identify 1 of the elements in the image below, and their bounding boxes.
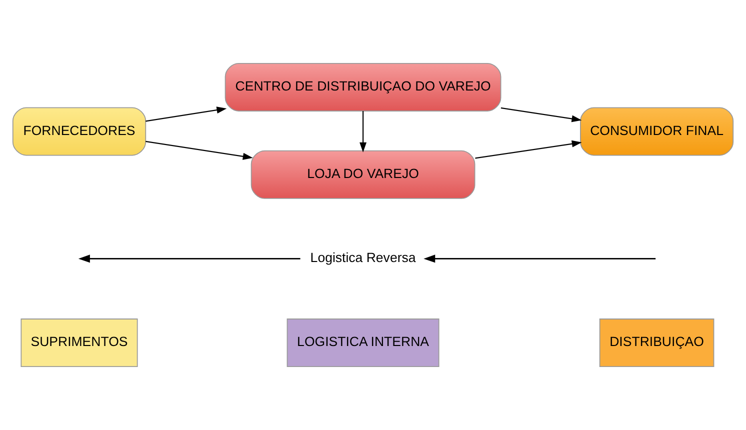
label: Logistica Reversa (310, 250, 416, 266)
